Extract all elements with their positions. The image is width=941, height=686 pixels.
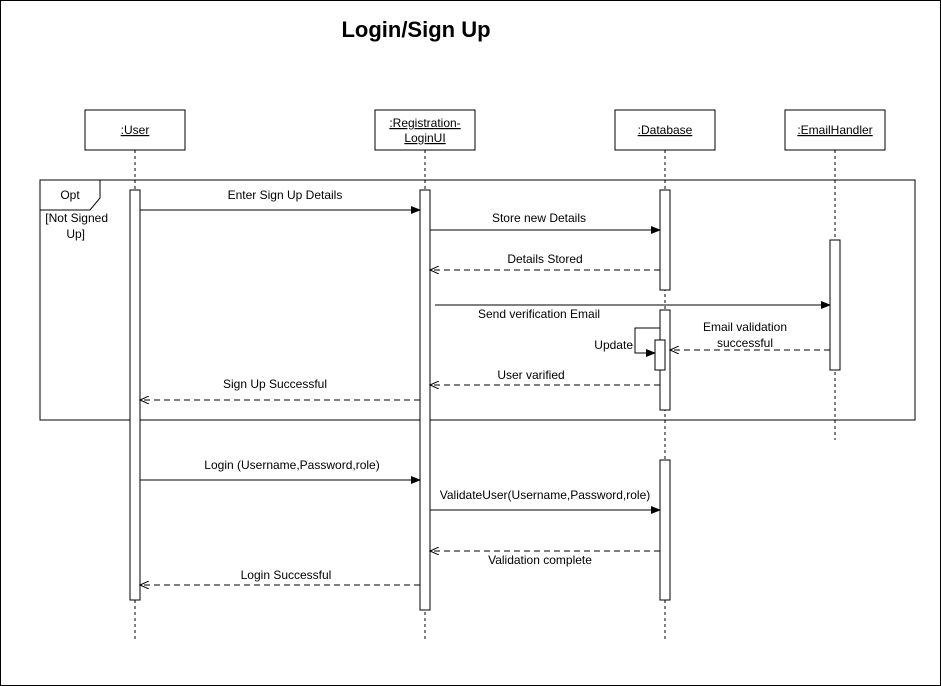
participant-user-label: :User [121, 123, 150, 137]
message-signup-successful-label: Sign Up Successful [223, 377, 327, 391]
participant-registration-ui-label-line1: :Registration- [389, 116, 460, 130]
message-login: Login (Username,Password,role) [140, 458, 421, 484]
message-enter-signup: Enter Sign Up Details [140, 188, 421, 214]
message-login-successful-label: Login Successful [241, 568, 332, 582]
opt-fragment-frame [39, 179, 916, 421]
opt-fragment: Opt [Not Signed Up] [39, 179, 916, 421]
opt-guard-line1: [Not Signed [45, 211, 108, 225]
message-user-verified: User varified [430, 368, 660, 385]
opt-operator-tab [39, 179, 101, 211]
participant-email-handler: :EmailHandler [784, 109, 886, 151]
message-send-verification-label: Send verification Email [478, 307, 600, 321]
activation-database-validate [659, 459, 671, 601]
message-enter-signup-label: Enter Sign Up Details [228, 188, 343, 202]
message-login-successful: Login Successful [140, 568, 420, 585]
message-validate-user-label: ValidateUser(Username,Password,role) [440, 488, 651, 502]
activation-user [129, 189, 141, 601]
activation-email-handler [829, 239, 841, 371]
activation-registration-ui [419, 189, 431, 611]
message-store-details: Store new Details [430, 211, 661, 234]
message-update-label: Update [594, 338, 633, 352]
message-user-verified-label: User varified [497, 368, 564, 382]
message-email-validation-label-line1: Email validation [703, 320, 787, 334]
participant-database-label: :Database [638, 123, 693, 137]
message-details-stored-label: Details Stored [507, 252, 582, 266]
message-validation-complete-label: Validation complete [488, 553, 592, 567]
diagram-title: Login/Sign Up [341, 17, 490, 42]
message-store-details-label: Store new Details [492, 211, 586, 225]
participant-email-handler-label: :EmailHandler [797, 123, 872, 137]
participant-registration-ui-label-line2: LoginUI [404, 131, 445, 145]
message-signup-successful: Sign Up Successful [140, 377, 420, 400]
activation-database-store [659, 189, 671, 291]
message-update-self: Update [594, 327, 660, 357]
message-send-verification: Send verification Email [435, 301, 831, 321]
opt-operator-label: Opt [60, 188, 80, 202]
activation-database-update [654, 339, 666, 371]
message-email-validation: Email validation successful [670, 320, 830, 350]
opt-guard-line2: Up] [66, 227, 85, 241]
message-validation-complete: Validation complete [430, 551, 660, 567]
message-email-validation-label-line2: successful [717, 336, 773, 350]
participant-database: :Database [614, 109, 716, 151]
participant-user: :User [84, 109, 186, 151]
message-login-label: Login (Username,Password,role) [204, 458, 379, 472]
message-details-stored: Details Stored [430, 252, 660, 270]
participant-registration-ui: :Registration- LoginUI [374, 109, 476, 151]
message-validate-user: ValidateUser(Username,Password,role) [430, 488, 661, 514]
